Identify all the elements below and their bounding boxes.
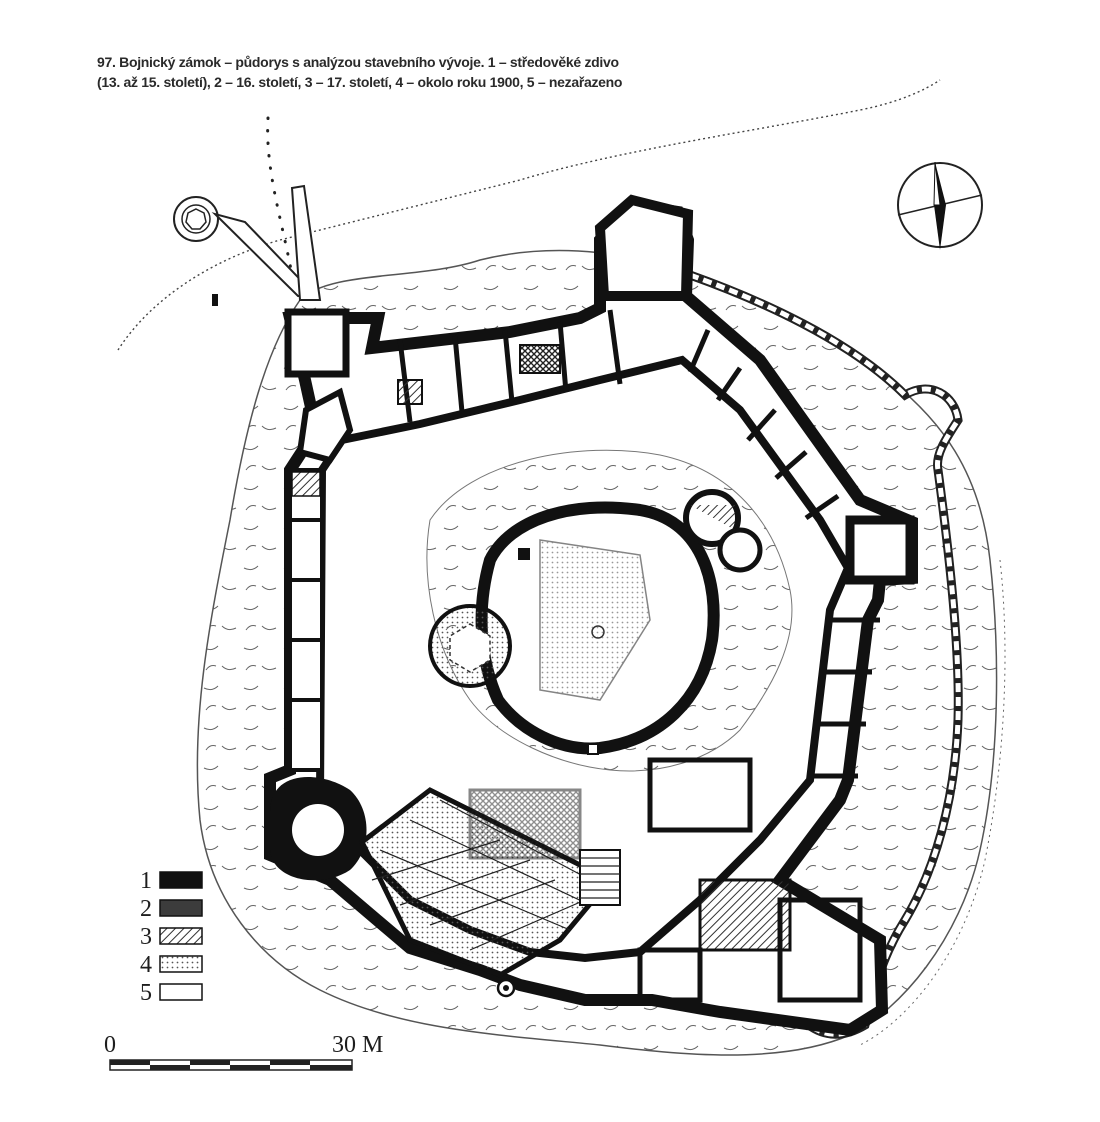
north-pentagon-tower	[594, 194, 694, 301]
scale-end-label: 30 M	[332, 1032, 383, 1058]
inner-courtyard-well	[591, 625, 605, 639]
legend-label-2: 2	[140, 896, 152, 922]
southeast-rooms	[637, 757, 863, 1003]
entrance-bridge	[173, 184, 322, 306]
legend-swatch-4	[159, 955, 203, 973]
inner-east-towers	[683, 489, 763, 573]
slope-line-east	[859, 559, 1006, 1046]
legend-swatch-2	[159, 899, 203, 917]
legend-swatch-5	[159, 983, 203, 1001]
scale-start-label: 0	[104, 1032, 116, 1058]
northwest-corner-bastion	[296, 387, 354, 464]
south-vaulted-hall	[358, 787, 614, 978]
caption-line-1: 97. Bojnický zámok – půdorys s analýzou …	[97, 54, 619, 70]
east-wing-rooms	[687, 329, 880, 779]
inner-west-round-tower	[428, 604, 512, 688]
scale-bar: 0 30 M	[104, 1032, 383, 1071]
legend-label-5: 5	[140, 980, 152, 1006]
caption-line-2: (13. až 15. století), 2 – 16. století, 3…	[97, 74, 623, 90]
southwest-round-tower	[270, 777, 367, 881]
legend-label-4: 4	[140, 952, 152, 978]
south-stair-block	[579, 849, 621, 906]
west-wing-rooms	[288, 468, 324, 772]
figure-caption: 97. Bojnický zámok – půdorys s analýzou …	[97, 52, 997, 92]
legend-label-1: 1	[140, 868, 152, 894]
north-arrow-icon	[897, 161, 983, 250]
legend-swatch-1	[159, 871, 203, 889]
northwest-gate-tower	[284, 308, 350, 378]
legend-label-3: 3	[140, 924, 152, 950]
legend-swatch-3	[159, 927, 203, 945]
north-wing-rooms	[397, 309, 623, 423]
east-square-tower	[845, 515, 915, 585]
